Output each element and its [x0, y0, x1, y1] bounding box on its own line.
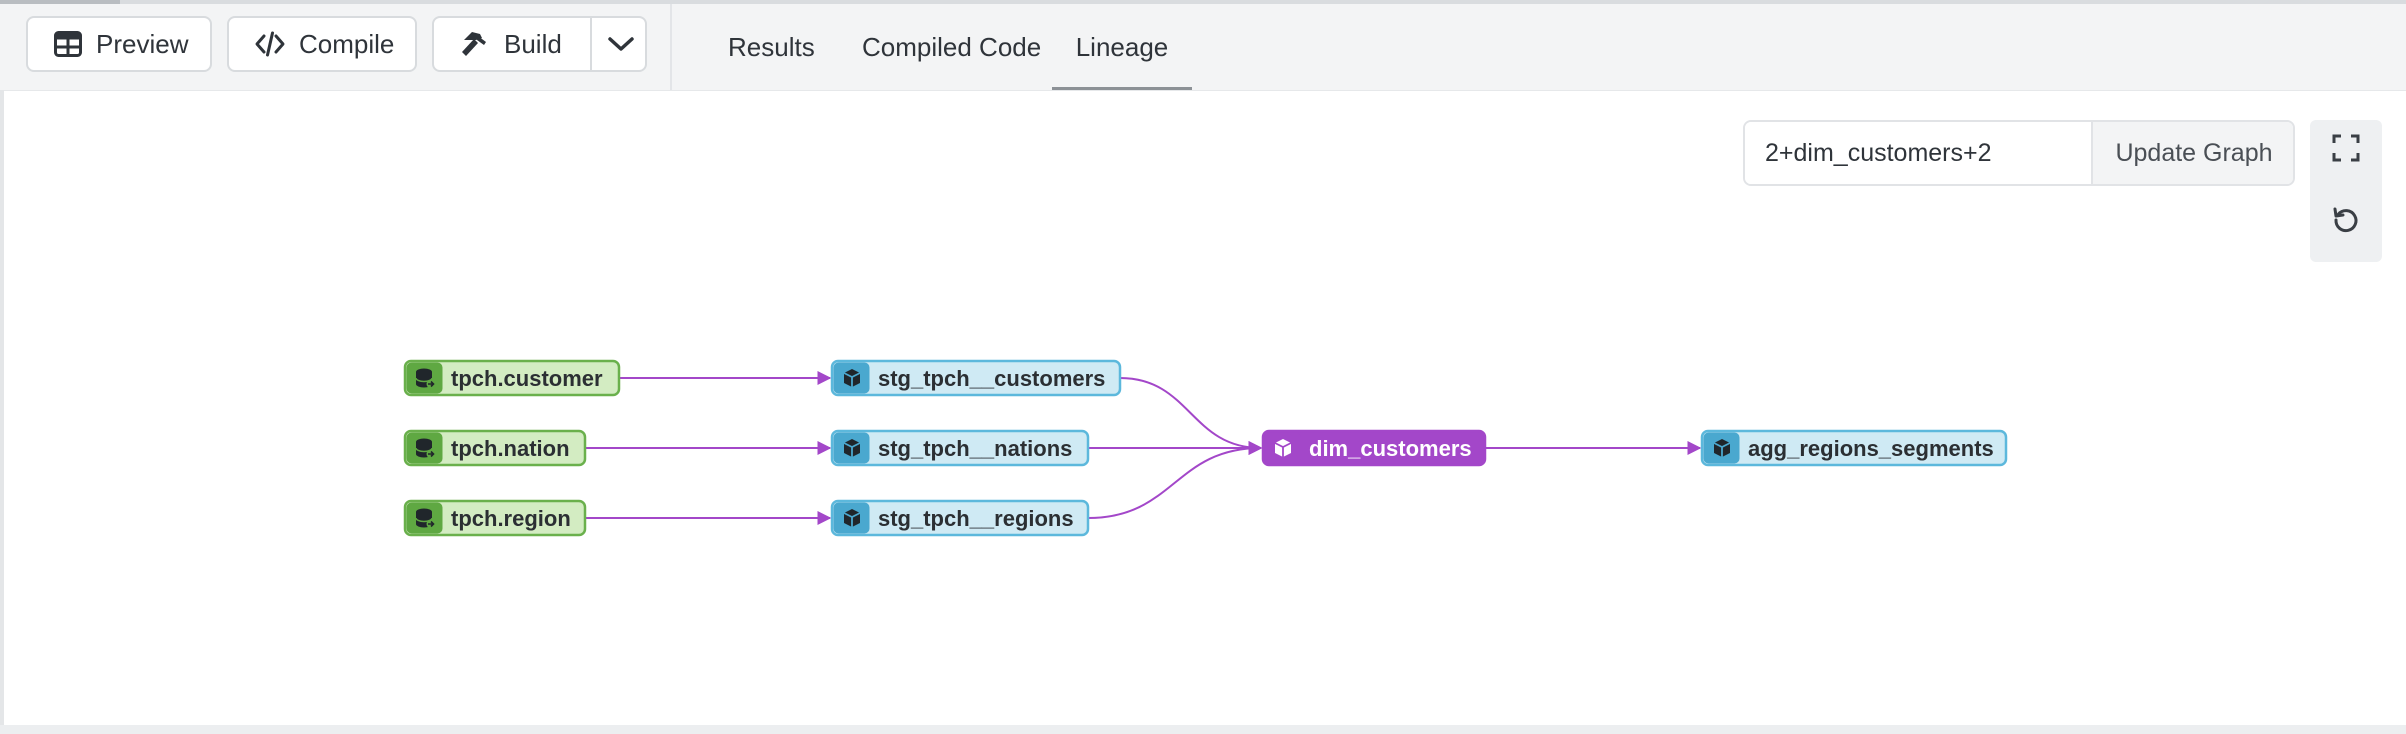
lineage-node-label: tpch.region [451, 506, 571, 531]
code-icon [255, 31, 285, 57]
table-icon [54, 31, 82, 57]
cube-icon [1274, 439, 1292, 457]
lineage-edge [1119, 377, 1263, 455]
lineage-node-label: tpch.customer [451, 366, 603, 391]
reset-view-button[interactable] [2328, 202, 2364, 238]
database-icon [415, 438, 436, 459]
build-button[interactable]: Build [434, 18, 590, 70]
tab-lineage[interactable]: Lineage [1052, 4, 1192, 90]
cube-icon [843, 369, 861, 387]
compile-button-label: Compile [299, 28, 395, 59]
compile-button[interactable]: Compile [227, 16, 417, 72]
lineage-node-dim-customers[interactable]: dim_customers [1261, 429, 1487, 467]
lineage-node-label: agg_regions_segments [1748, 436, 1994, 461]
lineage-node-tpch-customer[interactable]: tpch.customer [403, 359, 621, 397]
lineage-node-label: stg_tpch__nations [878, 436, 1072, 461]
hammer-icon [462, 32, 486, 56]
graph-controls [2310, 120, 2382, 262]
lineage-node-box [403, 429, 587, 467]
lineage-node-box [830, 429, 1090, 467]
database-icon [415, 368, 436, 389]
lineage-node-box [403, 359, 621, 397]
cube-icon [843, 509, 861, 527]
lineage-node-label: stg_tpch__customers [878, 366, 1105, 391]
build-button-group: Build [432, 16, 647, 72]
lineage-node-label: dim_customers [1309, 436, 1472, 461]
reset-icon [2333, 207, 2358, 233]
lineage-edges [585, 371, 1702, 525]
build-button-label: Build [504, 28, 562, 59]
lineage-node-stg-customers[interactable]: stg_tpch__customers [830, 359, 1122, 397]
tab-compiled-code[interactable]: Compiled Code [862, 31, 1042, 62]
lineage-node-box [1261, 429, 1487, 467]
panel-bottom-border [0, 725, 2406, 734]
lineage-node-box [830, 499, 1090, 537]
graph-selector: Update Graph [1743, 120, 2295, 186]
lineage-node-label: tpch.nation [451, 436, 570, 461]
toolbar-divider [670, 4, 672, 90]
chevron-down-icon [607, 37, 634, 51]
lineage-node-agg-segments[interactable]: agg_regions_segments [1700, 429, 2008, 467]
lineage-node-box [1700, 429, 2008, 467]
lineage-node-stg-regions[interactable]: stg_tpch__regions [830, 499, 1090, 537]
lineage-node-stg-nations[interactable]: stg_tpch__nations [830, 429, 1090, 467]
fullscreen-icon [2332, 134, 2360, 162]
cube-icon [1713, 439, 1731, 457]
lineage-nodes: tpch.customer tpch.nation tpch.region stg_t… [403, 359, 2008, 537]
lineage-edge [1087, 441, 1263, 519]
preview-button[interactable]: Preview [26, 16, 212, 72]
lineage-node-box [403, 499, 587, 537]
update-graph-button[interactable]: Update Graph [2091, 122, 2293, 184]
panel-left-border [0, 90, 4, 734]
lineage-node-tpch-region[interactable]: tpch.region [403, 499, 587, 537]
fullscreen-button[interactable] [2328, 130, 2364, 166]
cube-icon [843, 439, 861, 457]
lineage-node-label: stg_tpch__regions [878, 506, 1074, 531]
tab-results[interactable]: Results [728, 31, 815, 62]
window-top-border-tick [0, 0, 120, 4]
preview-button-label: Preview [96, 28, 189, 59]
lineage-node-box [830, 359, 1122, 397]
window-top-border [0, 0, 2406, 4]
database-icon [415, 508, 436, 529]
build-options-dropdown[interactable] [590, 18, 649, 70]
graph-selector-input[interactable] [1745, 122, 2091, 184]
lineage-node-tpch-nation[interactable]: tpch.nation [403, 429, 587, 467]
